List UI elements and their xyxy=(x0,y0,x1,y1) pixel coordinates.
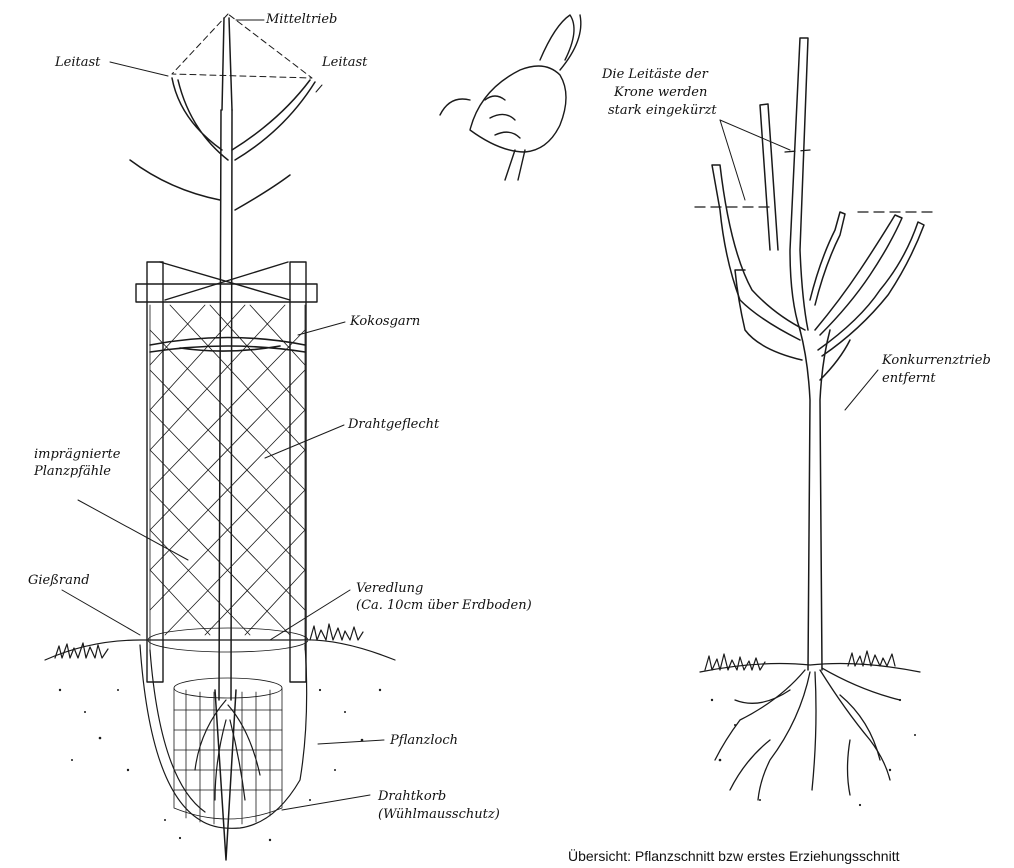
label-konkurrenz-line2: entfernt xyxy=(882,370,936,387)
crown-right xyxy=(712,38,924,380)
label-leitaeste-line2: Krone werden xyxy=(614,84,707,101)
label-leitast-left: Leitast xyxy=(55,54,100,71)
label-leitast-right: Leitast xyxy=(322,54,367,71)
pruning-shears-illustration xyxy=(440,15,581,180)
label-pfaehle-line1: imprägnierte xyxy=(34,446,120,463)
label-leitaeste-line1: Die Leitäste der xyxy=(602,66,708,83)
label-pfaehle-line2: Planzpfähle xyxy=(34,463,111,480)
wire-basket xyxy=(174,678,282,824)
label-drahtgeflecht: Drahtgeflecht xyxy=(348,416,439,433)
leader-lines-right xyxy=(720,120,878,410)
wire-mesh xyxy=(148,305,308,652)
label-drahtkorb-line1: Drahtkorb xyxy=(378,788,446,805)
label-drahtkorb-line2: (Wühlmausschutz) xyxy=(378,806,500,823)
soil-texture-right xyxy=(711,699,916,806)
trunk-right xyxy=(800,330,830,670)
caption: Übersicht: Pflanzschnitt bzw erstes Erzi… xyxy=(568,848,899,864)
planting-diagram xyxy=(45,14,395,860)
pruned-tree-diagram xyxy=(695,38,935,806)
label-mitteltrieb: Mitteltrieb xyxy=(266,11,337,28)
crown-left xyxy=(130,18,315,210)
roots-right xyxy=(715,668,900,800)
label-giessrand: Gießrand xyxy=(28,572,90,589)
label-konkurrenz-line1: Konkurrenztrieb xyxy=(882,352,991,369)
label-leitaeste-line3: stark eingekürzt xyxy=(608,102,717,119)
ground-right xyxy=(700,651,920,672)
label-veredlung-line2: (Ca. 10cm über Erdboden) xyxy=(356,597,532,614)
cut-marks xyxy=(695,150,935,212)
ground-left xyxy=(45,624,395,828)
label-pflanzloch: Pflanzloch xyxy=(390,732,458,749)
label-kokosgarn: Kokosgarn xyxy=(350,313,420,330)
label-veredlung-line1: Veredlung xyxy=(356,580,423,597)
